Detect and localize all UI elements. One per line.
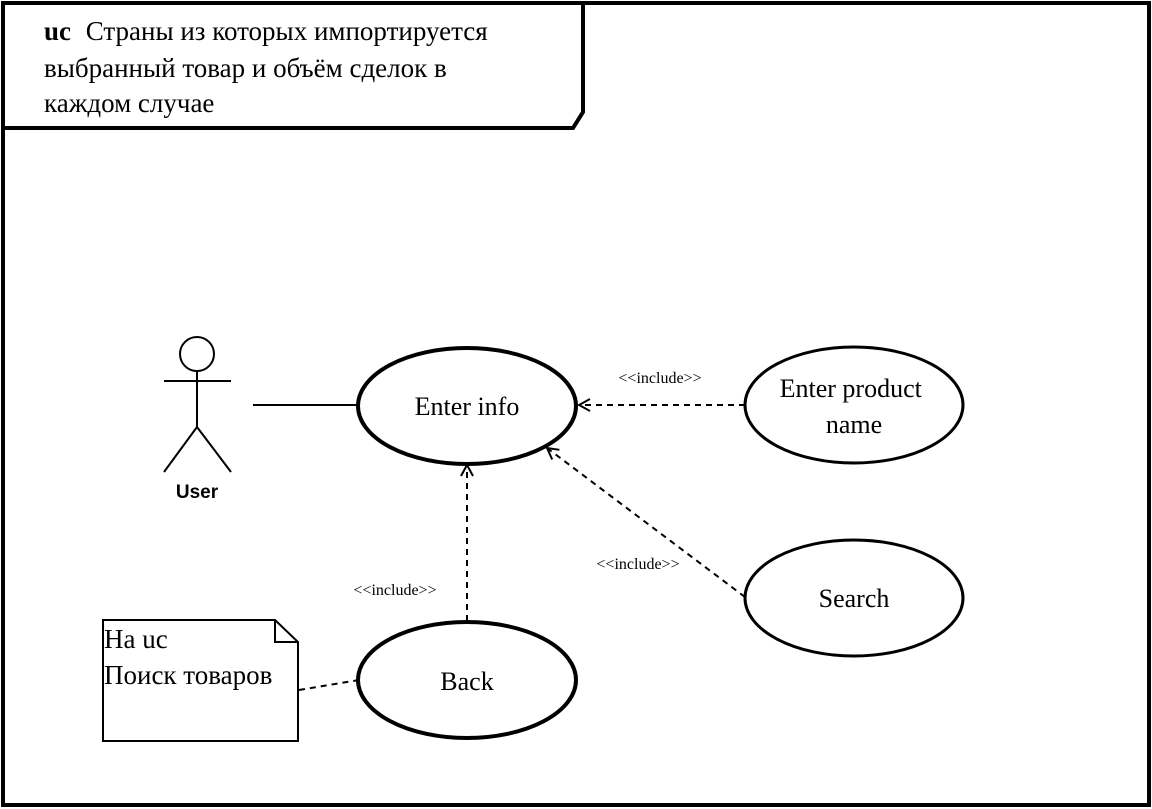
note-folded-corner — [274, 620, 298, 643]
frame-title-line-3: каждом случае — [44, 88, 214, 118]
frame-title-line-1: Страны из которых импортируется — [86, 16, 488, 46]
use-case-search[interactable]: Search — [743, 538, 965, 658]
frame-title-line-2: выбранный товар и объём сделок в — [44, 53, 447, 83]
use-case-search-shape — [743, 538, 965, 658]
use-case-back[interactable]: Back — [356, 620, 578, 740]
note[interactable]: На uc Поиск товаров — [102, 619, 299, 742]
actor-label: User — [176, 482, 219, 503]
actor-head — [179, 336, 215, 372]
frame-title-tab — [3, 1, 585, 130]
note-connector — [298, 679, 360, 691]
include-label-back: <<include>> — [353, 582, 436, 599]
use-case-enter-info-label: Enter info — [415, 392, 520, 421]
use-case-enter-product-name-line-2: name — [826, 410, 882, 439]
use-case-enter-product-name-label: Enter product name — [780, 374, 929, 439]
use-case-enter-product-name-line-1: Enter product — [780, 374, 923, 403]
include-arrow-search — [547, 448, 746, 598]
use-case-enter-info-shape — [356, 346, 578, 466]
actor-user[interactable]: User — [163, 336, 232, 503]
use-case-enter-product-name-shape — [743, 345, 965, 465]
frame-title: uc Страны из которых импортируется выбра… — [44, 16, 494, 118]
note-line-2: Поиск товаров — [104, 660, 272, 690]
note-shape — [102, 619, 299, 742]
use-case-search-label: Search — [819, 584, 890, 613]
use-case-back-label: Back — [440, 667, 493, 696]
note-text: На uc Поиск товаров — [104, 624, 272, 690]
include-label-search: <<include>> — [596, 556, 679, 573]
use-case-enter-info[interactable]: Enter info — [356, 346, 578, 466]
include-label-product-name: <<include>> — [618, 370, 701, 387]
actor-left-leg — [163, 426, 198, 473]
actor-right-leg — [196, 426, 232, 473]
frame-keyword: uc — [44, 16, 71, 46]
note-line-1: На uc — [104, 624, 168, 654]
use-case-enter-product-name[interactable]: Enter product name — [743, 345, 965, 465]
